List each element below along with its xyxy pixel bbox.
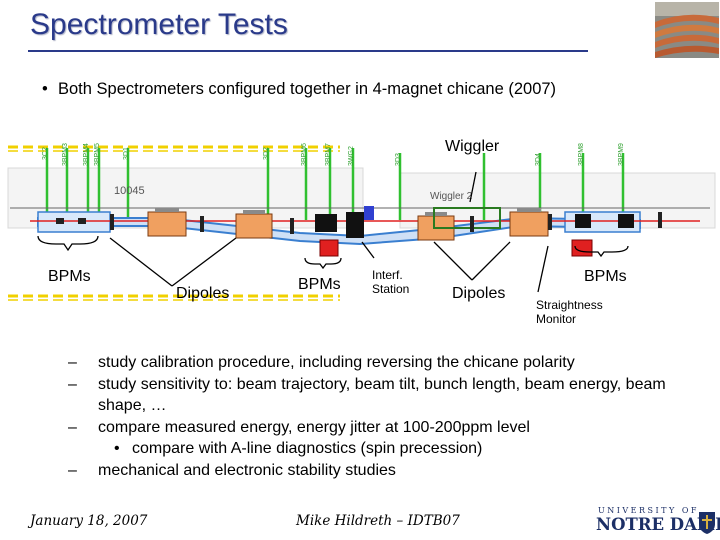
pointer-straightness <box>537 245 549 293</box>
bullet-dot: • <box>42 80 48 98</box>
bpm-block-right-2 <box>618 214 634 228</box>
logo-notre-dame-text: NOTRE DAME <box>596 515 720 534</box>
slide-title: Spectrometer Tests <box>30 8 288 41</box>
beamline-drawing: 3C2 3BPM3 3BPM4 3BPM5 3D1 3D2 3BPM6 3BPM… <box>7 143 716 301</box>
wiggler-label: Wiggler <box>445 138 500 155</box>
sub-sub-item: • compare with A-line diagnostics (spin p… <box>68 438 708 460</box>
dipole-4 <box>509 211 549 237</box>
dipoles-left-label: Dipoles <box>176 285 230 302</box>
dash-marker: – <box>68 375 77 393</box>
interf-station-label: Interf. Station <box>372 268 409 296</box>
sub-item: – mechanical and electronic stability stu… <box>68 460 708 482</box>
drawing-number: 10045 <box>114 185 145 197</box>
shield-icon <box>699 512 715 534</box>
accelerator-photo <box>655 2 719 58</box>
pointer-dipoles-right-2 <box>471 241 511 281</box>
interf-block-blue <box>364 206 374 220</box>
pointer-dipoles-left-2 <box>171 237 237 287</box>
wiggler-2-tag: Wiggler 2 <box>430 191 473 202</box>
pointer-dipoles-left-1 <box>109 237 173 287</box>
bracket-bpms-right <box>574 245 629 258</box>
dipoles-right-label: Dipoles <box>452 285 506 302</box>
sub-item-text: study calibration procedure, including r… <box>98 354 575 371</box>
straightness-line1: Straightness <box>536 298 603 312</box>
tag-3d3: 3D3 <box>395 153 402 166</box>
dash-marker: – <box>68 418 77 436</box>
straightness-monitor-label: Straightness Monitor <box>536 298 603 326</box>
bracket-bpms-left <box>37 235 99 252</box>
magnet-yokes <box>155 208 541 216</box>
sub-item-text: compare measured energy, energy jitter a… <box>98 418 530 436</box>
tag-3d2: 3D2 <box>263 147 270 160</box>
beamline-diagram: 3C2 3BPM3 3BPM4 3BPM5 3D1 3D2 3BPM6 3BPM… <box>0 128 720 343</box>
dipole-1 <box>147 211 187 237</box>
beam-pipe-left-section <box>37 211 111 233</box>
main-bullet-text: Both Spectrometers configured together i… <box>58 80 557 98</box>
dash-marker: – <box>68 354 77 371</box>
wiggler-box <box>433 207 501 229</box>
dash-marker: – <box>68 461 77 479</box>
bpm-block-right <box>575 214 591 228</box>
tag-3bpm8: 3BPM8 <box>578 143 585 166</box>
interf-station-line2: Station <box>372 282 410 296</box>
tag-3c2: 3C2 <box>42 147 49 160</box>
bpms-mid-label: BPMs <box>298 276 341 293</box>
callout-lines <box>37 171 629 293</box>
bullet-marker: • <box>114 440 120 457</box>
straightness-line2: Monitor <box>536 312 577 326</box>
sub-item-text: study sensitivity to: beam trajectory, b… <box>98 375 666 415</box>
sub-item: – study calibration procedure, including … <box>68 352 708 374</box>
bpms-left-label: BPMs <box>48 268 91 285</box>
component-tags: 3C2 3BPM3 3BPM4 3BPM5 3D1 3D2 3BPM6 3BPM… <box>42 143 625 166</box>
footer-author: Mike Hildreth – IDTB07 <box>296 513 460 529</box>
interf-block <box>346 212 364 238</box>
tag-3bpm6: 3BPM6 <box>301 143 308 166</box>
sub-item: – study sensitivity to: beam trajectory, … <box>68 374 708 417</box>
main-bullet: • Both Spectrometers configured together … <box>42 80 556 99</box>
tag-3bpm5: 3BPM5 <box>94 143 101 166</box>
tag-3d1: 3D1 <box>123 147 130 160</box>
interf-station-line1: Interf. <box>372 268 403 282</box>
tag-3wg2: 3WG2 <box>348 146 355 166</box>
sub-sub-item-text: compare with A-line diagnostics (spin pr… <box>132 440 483 457</box>
sub-bullet-list: – study calibration procedure, including … <box>68 352 708 481</box>
footer-date: January 18, 2007 <box>30 513 148 529</box>
tag-3bpm9: 3BPM9 <box>618 143 625 166</box>
pointer-dipoles-right-1 <box>433 241 473 281</box>
tag-3d4: 3D4 <box>535 153 542 166</box>
pointer-interf <box>361 241 375 259</box>
bpm-block-mid <box>315 214 337 232</box>
notre-dame-logo: UNIVERSITY OF NOTRE DAME <box>594 506 720 540</box>
beam-markers <box>56 212 662 234</box>
bpms-right-label: BPMs <box>584 268 627 285</box>
tag-3bpm7: 3BPM7 <box>325 143 332 166</box>
red-detector-1 <box>319 239 339 257</box>
sub-item-text: mechanical and electronic stability stud… <box>98 461 396 479</box>
tag-3bpm4: 3BPM4 <box>83 143 90 166</box>
pointer-wiggler <box>469 171 477 203</box>
bracket-bpms-mid <box>304 257 342 270</box>
title-underline <box>28 50 588 52</box>
logo-university-text: UNIVERSITY OF <box>598 506 699 515</box>
tag-3bpm3: 3BPM3 <box>62 143 69 166</box>
dipole-2 <box>235 213 273 239</box>
sub-item: – compare measured energy, energy jitter … <box>68 417 708 439</box>
